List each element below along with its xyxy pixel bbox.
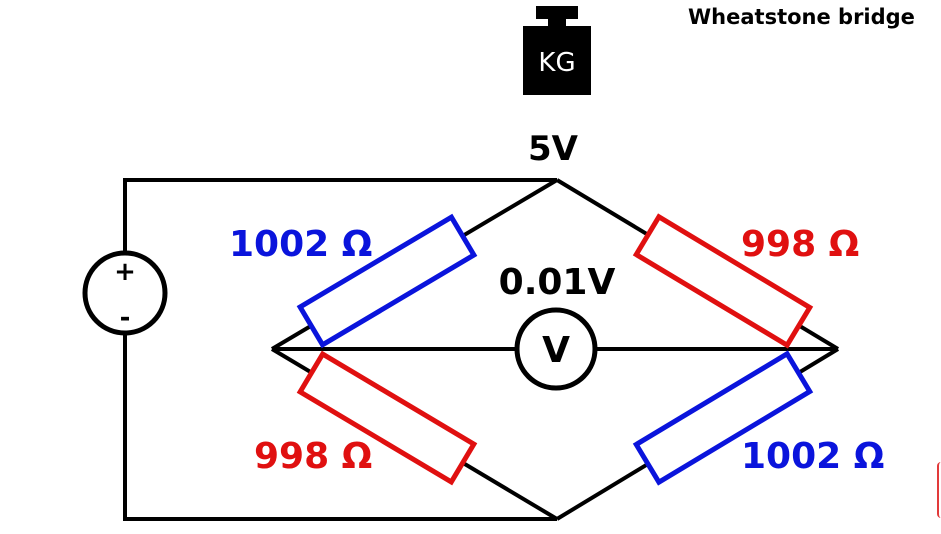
resistor-top-right — [632, 213, 814, 349]
resistor-top-right-label: 998 Ω — [741, 224, 859, 265]
weight-label: KG — [538, 48, 575, 78]
top-wire — [123, 178, 557, 252]
voltage-source-icon: + - — [82, 250, 168, 336]
kg-weight-icon: KG — [523, 6, 591, 95]
resistor-top-left — [296, 213, 478, 349]
voltmeter-reading: 0.01V — [499, 262, 616, 303]
resistor-top-left-label: 1002 Ω — [229, 224, 372, 265]
resistor-bottom-right-label: 1002 Ω — [741, 436, 884, 477]
resistor-bottom-left-label: 998 Ω — [254, 436, 372, 477]
voltmeter-symbol: V — [542, 330, 570, 371]
supply-voltage-label: 5V — [528, 129, 579, 169]
minus-sign: - — [120, 303, 131, 333]
bottom-wire — [123, 334, 557, 521]
voltmeter-icon: V — [514, 307, 598, 391]
resistor-bottom-right — [632, 350, 814, 486]
diagram-title: Wheatstone bridge — [688, 5, 915, 29]
resistor-bottom-left — [296, 350, 478, 486]
edge-scrollbar-fragment — [937, 462, 941, 518]
plus-sign: + — [114, 257, 136, 287]
